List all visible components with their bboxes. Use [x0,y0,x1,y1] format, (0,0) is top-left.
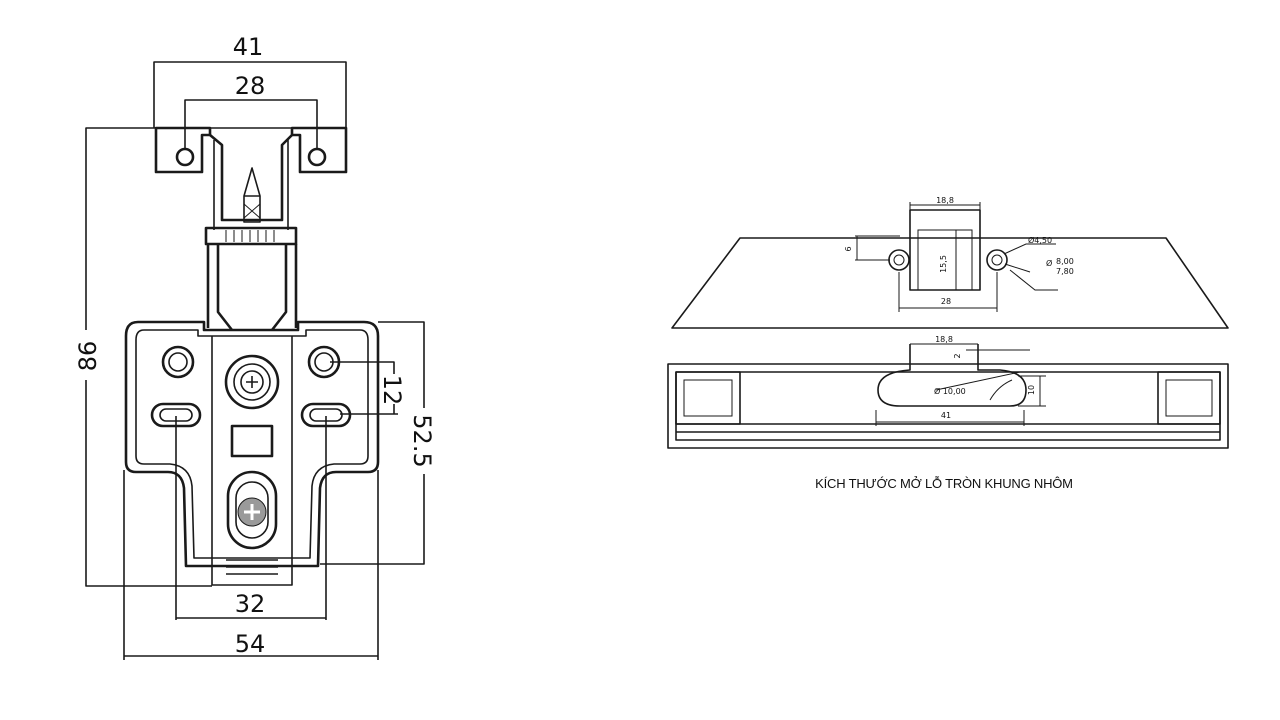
dim-label-41: 41 [233,33,264,61]
dim-line-41 [153,61,347,128]
dim-label-32: 32 [235,590,266,618]
frame-round-dia-label: Ø 10,00 [934,386,966,396]
frame-hole-left-inner [893,254,905,266]
frame-end-block-right [1157,371,1221,425]
base-hole-left [161,345,195,379]
dim-label-12: 12 [378,375,406,406]
dim-12-gap [382,374,406,404]
frame-counter-dia-b-label: 7,80 [1056,267,1074,276]
dim-label-86: 86 [74,341,102,372]
hinge-center-column [211,336,293,586]
frame-dim-lines-bottom [875,343,1046,426]
frame-top-width-label: 18,8 [936,196,954,205]
hinge-arrow-mark [243,167,261,223]
frame-hole-right-inner [991,254,1003,266]
frame-top-height-label: 15,5 [939,255,948,273]
frame-top-offset-label: 6 [844,246,853,251]
frame-hole-dia-label: Ø4,50 [1028,235,1052,245]
frame-hole-right [986,249,1008,271]
base-hole-left-inner [168,352,188,372]
adjust-cam [224,354,280,410]
frame-bottom-width-label: 18,8 [935,335,953,344]
base-square-window [230,424,274,458]
adjust-cam-cross [246,376,258,388]
frame-top-holes-label: 28 [941,297,951,306]
frame-bottom-rail [676,423,1220,433]
hinge-arm-inner [213,140,289,230]
frame-counter-dia-a-label: 8,00 [1056,257,1074,266]
hinge-drawing: 41 28 86 12 52.5 32 54 [74,33,436,660]
hinge-arrow-cross [243,203,261,219]
hinge-base-inner [135,329,369,559]
hinge-knuckle-teeth [225,230,275,242]
base-grip-lines [226,559,278,575]
hinge-base-plate [124,320,380,568]
dim-label-52-5: 52.5 [408,414,436,467]
frame-bottom-height-label: 10 [1027,385,1036,395]
dim-line-32 [175,416,327,620]
frame-bottom-view: 18,8 2 Ø 10,00 10 41 [667,335,1229,449]
frame-caption: KÍCH THƯỚC MỞ LỖ TRÒN KHUNG NHÔM [815,476,1073,491]
frame-end-block-left [675,371,741,425]
frame-bottom-profile [667,363,1229,449]
mount-hole-left [175,147,195,167]
frame-hole-left [888,249,910,271]
phillips-screw-cross [244,504,260,520]
dim-label-54: 54 [235,630,266,658]
frame-bottom-length-label: 41 [941,411,951,420]
frame-end-block-left-inner [683,379,733,417]
frame-bottom-offset-label: 2 [953,353,962,358]
dim-52-5-gap [410,408,436,474]
frame-top-cutout-inner [917,229,973,291]
hinge-neck [206,244,298,331]
frame-bottom-cutout [877,344,1027,407]
adjust-cam-core [240,370,264,394]
screw-slot-inner [235,481,269,539]
frame-top-cutout [909,209,981,291]
dim-line-54 [123,470,379,660]
dim-line-28 [184,99,318,148]
screw-slot [226,470,278,550]
adjust-cam-ring [233,363,271,401]
frame-top-trapezoid [671,237,1229,329]
frame-dim-lines-top [855,202,1058,312]
hinge-knuckle [204,226,298,246]
dim-86-gap [74,330,98,380]
hinge-arm [209,134,293,222]
dim-label-28: 28 [235,72,266,100]
frame-top-view: 18,8 6 15,5 28 Ø4,50 Ø 8,00 7,80 [671,196,1229,329]
mount-hole-right [307,147,327,167]
frame-counter-dia-symbol: Ø [1046,258,1052,268]
frame-end-block-right-inner [1165,379,1213,417]
